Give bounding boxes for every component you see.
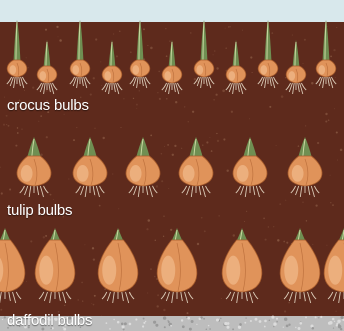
- crocus-bulbs-label: crocus bulbs: [7, 97, 89, 114]
- tulip-bulbs-label: tulip bulbs: [7, 202, 72, 219]
- daffodil-bulbs-label: daffodil bulbs: [7, 312, 92, 329]
